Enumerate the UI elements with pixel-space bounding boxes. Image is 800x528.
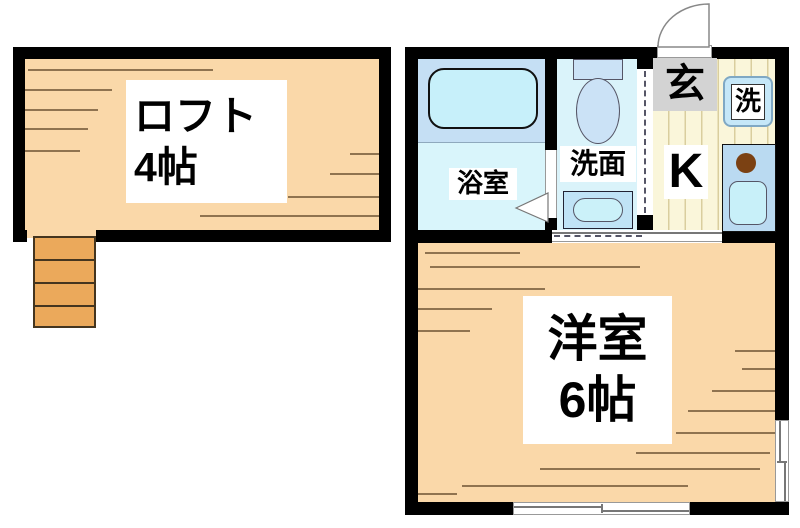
sliding-door-line — [552, 232, 722, 234]
loft-label: ロフト 4帖 — [126, 80, 287, 203]
window-pane-line — [514, 506, 603, 508]
bathroom-floor-divide — [418, 142, 545, 143]
sliding-door — [552, 230, 722, 243]
stair-step-line — [35, 282, 94, 284]
window-pane-line — [784, 461, 786, 501]
loft-name: ロフト — [134, 93, 257, 140]
wall — [711, 47, 789, 59]
plank-line — [418, 308, 492, 310]
entrance-name: 玄 — [665, 62, 705, 107]
plank-line — [350, 153, 379, 155]
wall — [690, 502, 789, 515]
plank-line — [330, 173, 379, 175]
washroom-name: 洗面 — [569, 147, 626, 179]
wall — [13, 47, 25, 242]
window-bottom — [513, 502, 690, 515]
plank-line — [288, 196, 379, 198]
kitchen-sink — [729, 181, 767, 225]
sliding-door-dash — [554, 235, 642, 237]
kitchen-counter — [722, 144, 776, 232]
loft-size: 4帖 — [134, 143, 198, 190]
kitchen-name: K — [668, 144, 704, 198]
wall — [13, 230, 27, 242]
plank-line — [430, 266, 640, 268]
entrance-label: 玄 — [653, 58, 717, 111]
main-room-name: 洋室 — [547, 311, 648, 367]
wall — [13, 47, 391, 59]
wall — [405, 47, 658, 59]
plank-line — [462, 485, 688, 487]
main-room-size: 6帖 — [558, 372, 637, 428]
wall — [379, 47, 391, 242]
wall — [722, 230, 789, 243]
plank-line — [418, 330, 470, 332]
plank-line — [742, 368, 775, 370]
window-pane-line — [601, 510, 689, 512]
kitchen-label: K — [664, 145, 708, 199]
window-right — [775, 420, 789, 502]
plank-line — [540, 468, 760, 470]
plank-line — [25, 89, 112, 91]
window-center-tick — [601, 504, 603, 513]
plank-line — [418, 288, 545, 290]
bathroom-label: 浴室 — [449, 168, 517, 200]
wall — [96, 230, 391, 242]
stair-opening — [27, 228, 96, 238]
toilet-tank — [573, 59, 623, 80]
plank-line — [425, 252, 520, 254]
window-pane-line — [779, 421, 781, 463]
folding-door-dash — [644, 71, 646, 213]
plank-line — [636, 452, 770, 454]
plank-line — [418, 493, 457, 495]
plank-line — [712, 390, 775, 392]
entry-door-threshold — [657, 45, 712, 58]
plank-line — [25, 109, 98, 111]
washroom-label: 洗面 — [560, 146, 636, 182]
plank-line — [25, 128, 88, 130]
wall — [545, 59, 557, 150]
main-room-label: 洋室 6帖 — [523, 296, 672, 444]
vanity-sink — [563, 191, 633, 229]
wall — [405, 230, 552, 243]
stairs — [33, 236, 96, 328]
sliding-door-line — [552, 241, 722, 242]
window-center-tick — [777, 461, 787, 463]
bathroom-door-panel — [545, 150, 557, 218]
plank-line — [200, 215, 379, 217]
plank-line — [688, 410, 775, 412]
burner — [736, 153, 756, 173]
washer-name: 洗 — [734, 86, 761, 117]
entry-door-swing — [657, 3, 710, 48]
vanity-basin — [573, 198, 623, 222]
plank-line — [676, 432, 775, 434]
wall — [405, 47, 418, 515]
plank-line — [735, 350, 775, 352]
wall — [637, 59, 653, 69]
wall — [405, 502, 513, 515]
wall — [637, 215, 653, 230]
toilet-bowl — [576, 78, 620, 144]
plank-line — [25, 150, 80, 152]
stair-step-line — [35, 305, 94, 307]
washer-label: 洗 — [731, 84, 765, 120]
plank-line — [28, 69, 213, 71]
bathtub — [428, 68, 538, 129]
wall — [545, 218, 557, 230]
bathroom-name: 浴室 — [456, 168, 509, 199]
stair-step-line — [35, 259, 94, 261]
